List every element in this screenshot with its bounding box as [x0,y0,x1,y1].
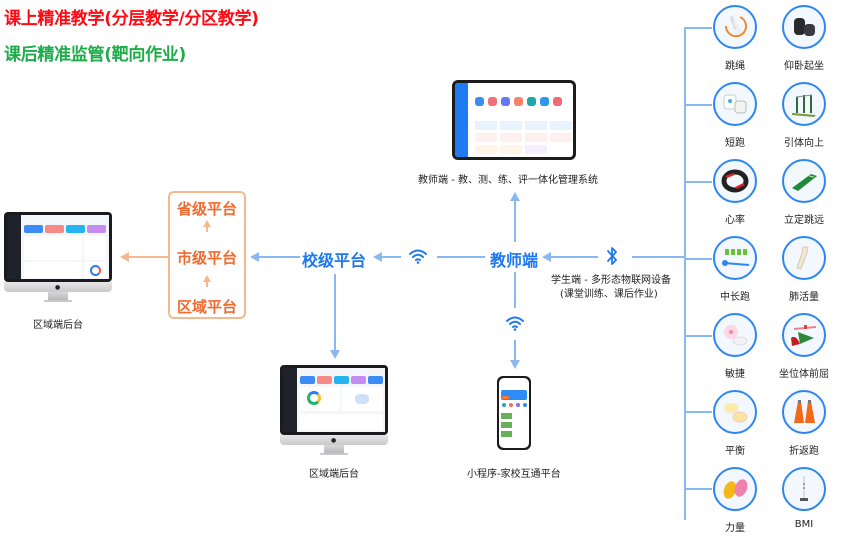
device-label: 短跑 [725,138,745,149]
device-label: 肺活量 [789,292,819,303]
wifi-icon [506,316,524,331]
sprint-sensor-icon [713,82,757,126]
student-devices-caption-line1: 学生端 - 多形态物联网设备 [551,275,671,286]
balance-pad-icon [713,390,757,434]
arrow-teacher-to-system [510,192,520,201]
arrow-up-2 [203,275,211,282]
middle-distance-run-icon [713,236,757,280]
arrow-devices-to-teacher [542,252,551,262]
device-label: 坐位体前屈 [779,369,829,380]
teacher-system-caption: 教师端 - 教、测、练、评一体化管理系统 [418,175,598,186]
device-label: BMI [794,519,814,530]
situp-sensor-icon [782,5,826,49]
device-label: 折返跑 [789,446,819,457]
teacher-node: 教师端 [490,251,539,270]
wifi-icon [409,249,427,264]
long-jump-mat-icon [782,159,826,203]
bluetooth-icon [607,247,617,265]
heart-rate-band-icon [713,159,757,203]
pullup-bar-icon [782,82,826,126]
region-backend-left-caption: 区域端后台 [33,320,83,331]
arrow-up-1 [203,220,211,227]
device-label: 引体向上 [784,138,824,149]
device-label: 平衡 [725,446,745,457]
region-backend-monitor-bottom: ● [280,365,388,457]
agility-pad-icon [713,313,757,357]
school-platform: 校级平台 [302,251,367,270]
after-class-heading: 课后精准监管(靶向作业) [4,45,186,65]
shuttle-run-cone-icon [782,390,826,434]
device-label: 心率 [725,215,745,226]
spirometer-icon [782,236,826,280]
in-class-heading: 课上精准教学(分层教学/分区教学) [4,9,259,29]
arrow-teacher-to-school [373,252,382,262]
device-label: 力量 [725,523,745,534]
platform-stack [168,191,246,319]
region-backend-monitor-left: ● [4,212,112,304]
device-label: 立定跳远 [784,215,824,226]
city-platform: 市级平台 [176,249,237,267]
teacher-system-tablet [452,80,576,160]
device-label: 跳绳 [725,61,745,72]
device-label: 中长跑 [720,292,750,303]
arrow-to-region-backend-left [120,252,129,262]
device-label: 敏捷 [725,369,745,380]
arrow-school-to-city [250,252,259,262]
jump-rope-icon [713,5,757,49]
arrow-teacher-to-mini-program [510,360,520,369]
province-platform: 省级平台 [176,200,237,218]
device-label: 仰卧起坐 [784,61,824,72]
strength-grip-icon [713,467,757,511]
mini-program-phone [497,376,531,450]
arrow-school-to-region-backend [330,350,340,359]
district-platform: 区域平台 [176,298,237,316]
region-backend-bottom-caption: 区域端后台 [309,469,359,480]
student-devices-caption-line2: (课堂训练、课后作业) [560,289,658,300]
sit-and-reach-icon [782,313,826,357]
mini-program-caption: 小程序-家校互通平台 [467,469,561,480]
bmi-height-meter-icon [782,467,826,511]
